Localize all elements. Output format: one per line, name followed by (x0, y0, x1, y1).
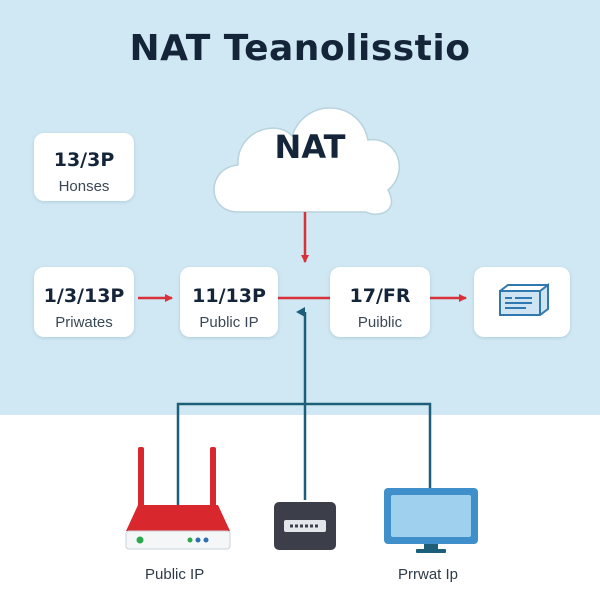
hosts-card-label: Honses (58, 178, 110, 195)
monitor-label: Prrwat Ip (398, 566, 459, 583)
private-card: 1/3/13P Priwates (34, 267, 134, 337)
router-icon (125, 447, 231, 550)
public-card: 17/FR Puiblic (330, 267, 430, 337)
nat-cloud (213, 107, 400, 215)
monitor-icon (384, 488, 478, 553)
hosts-card: 13/3P Honses (34, 133, 134, 201)
diagram-title: NAT Teanolisstio (129, 28, 471, 69)
hosts-card-value: 13/3P (53, 149, 115, 171)
server-icon (499, 283, 549, 316)
public-ip-card-value: 11/13P (192, 285, 266, 307)
private-card-label: Priwates (55, 314, 113, 331)
switch-icon (274, 502, 336, 550)
cloud-label: NAT (274, 128, 346, 166)
public-card-value: 17/FR (349, 285, 411, 307)
network-wires (176, 307, 432, 505)
private-card-value: 1/3/13P (43, 285, 125, 307)
router-label: Public IP (145, 566, 205, 583)
public-card-label: Puiblic (357, 314, 403, 331)
public-ip-card: 11/13P Public IP (180, 267, 278, 337)
public-ip-card-label: Public IP (199, 314, 259, 331)
server-card (474, 267, 570, 337)
